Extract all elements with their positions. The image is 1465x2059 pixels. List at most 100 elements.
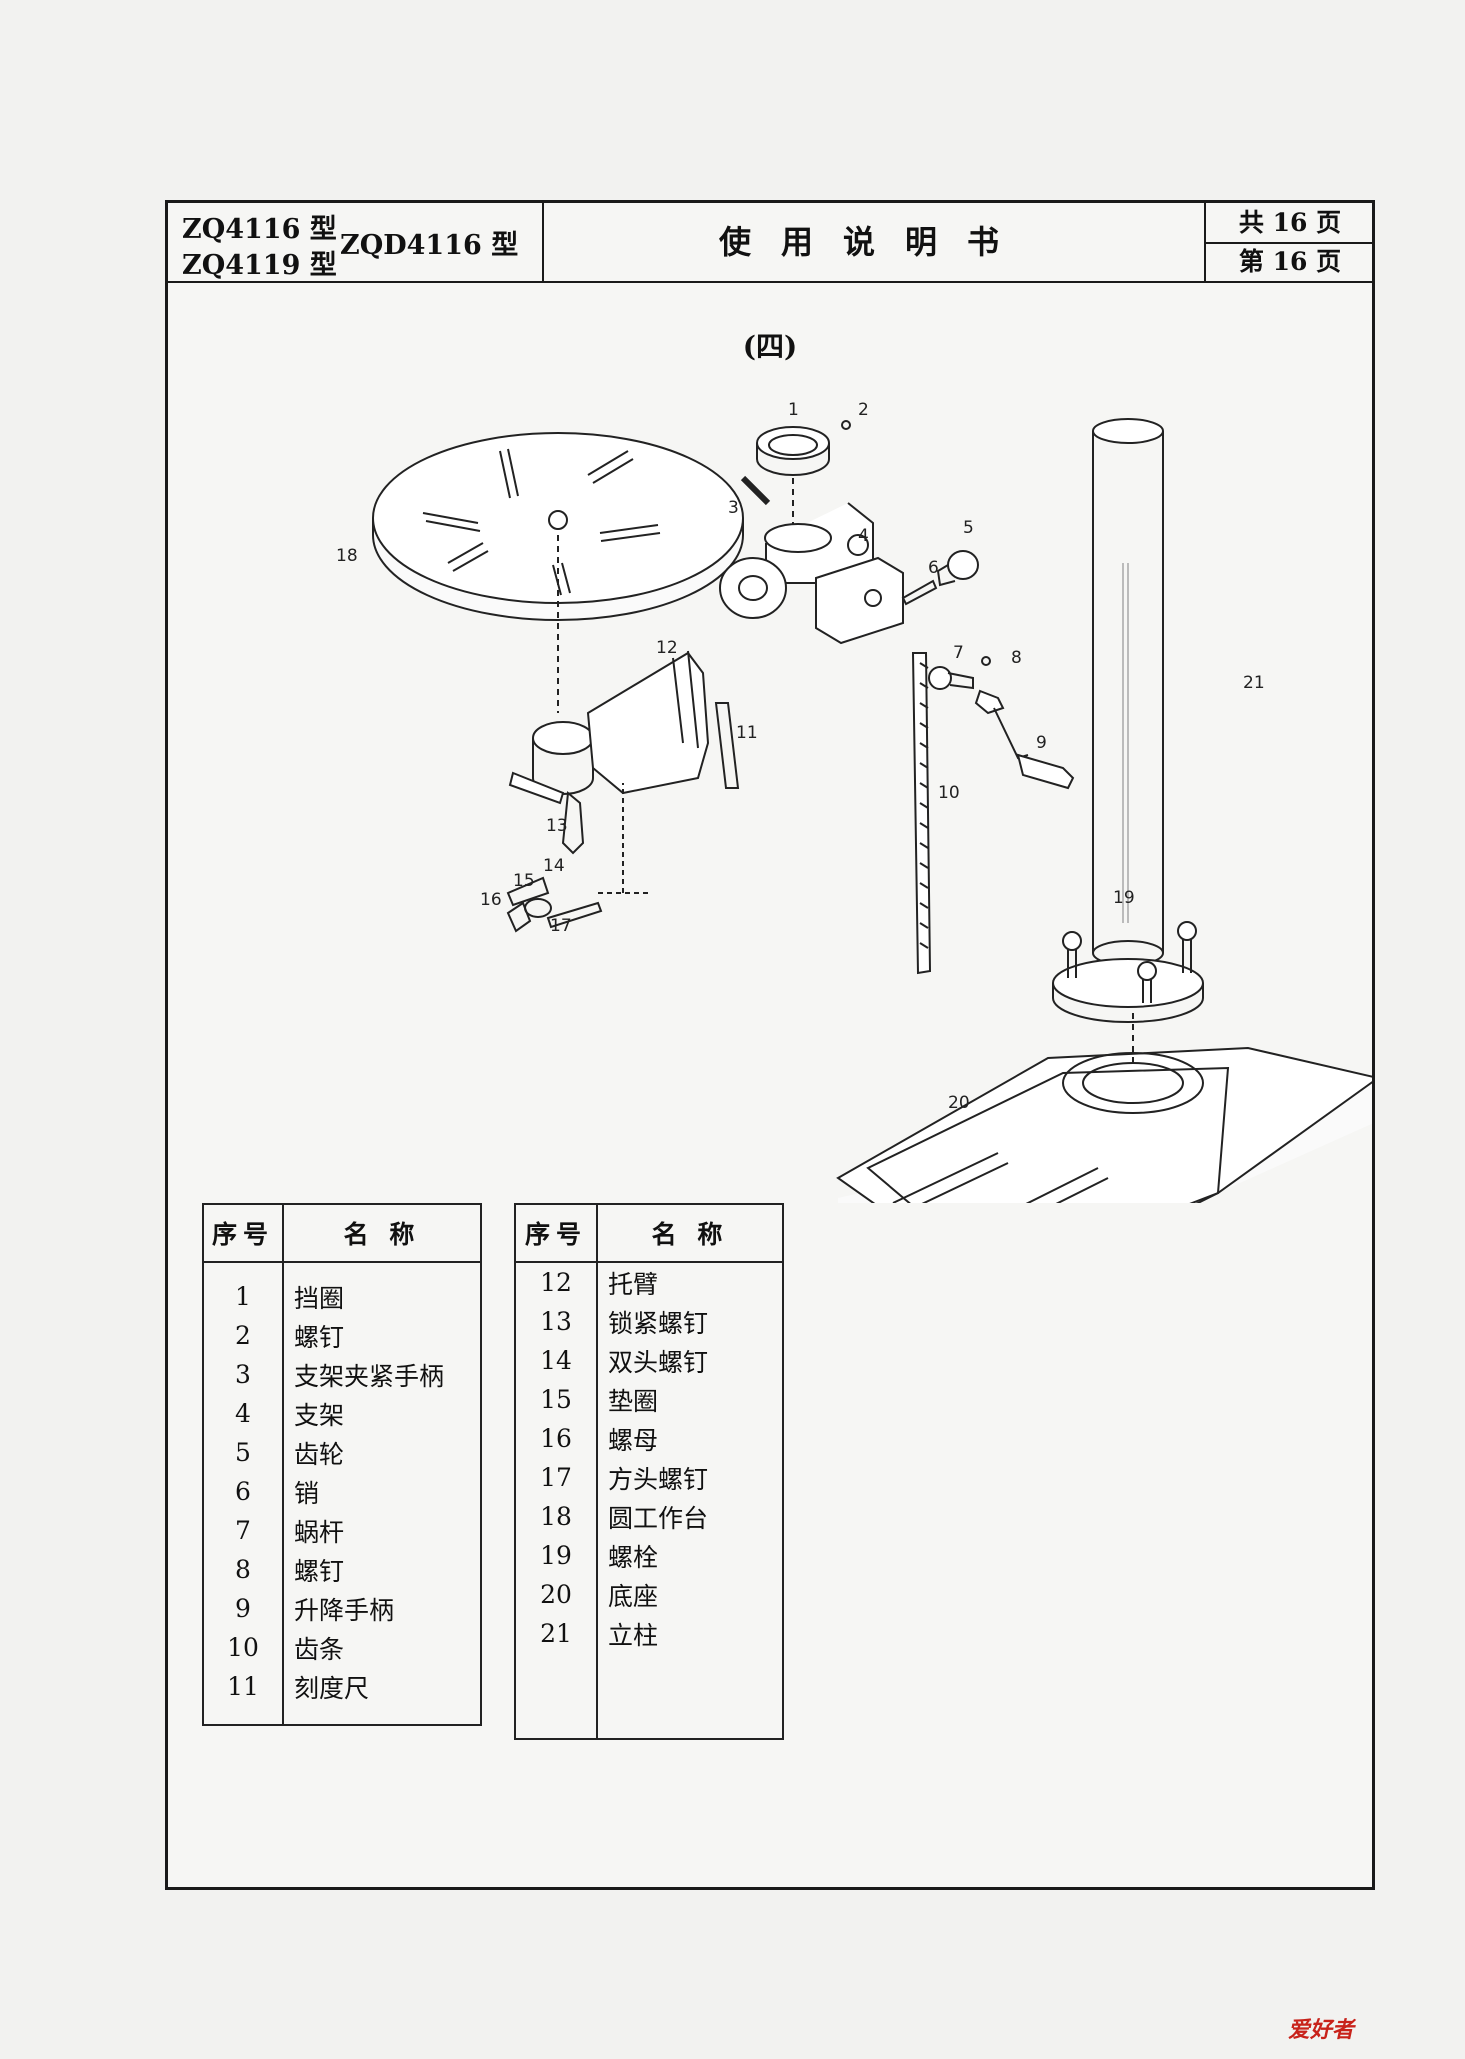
worm-handle-part [928, 656, 1075, 790]
manual-page: ZQ4116 型 ZQ4119 型 ZQD4116 型 使用说明书 共 16 页… [165, 200, 1375, 1890]
callout-1: 1 [788, 400, 799, 420]
col-header-name: 名 称 [596, 1203, 784, 1263]
part-no: 6 [203, 1472, 284, 1511]
part-name: 垫圈 [608, 1386, 659, 1416]
bolt-parts [1052, 921, 1204, 1023]
callout-15: 15 [513, 871, 535, 891]
page-number: 第 16 页 [1238, 247, 1342, 276]
site-watermark: 爱好者 [1286, 2018, 1359, 2043]
callout-19: 19 [1113, 888, 1135, 908]
part-no: 18 [515, 1497, 598, 1536]
callout-7: 7 [953, 643, 964, 663]
part-name: 蜗杆 [294, 1517, 345, 1547]
part-name: 齿轮 [294, 1439, 345, 1469]
round-worktable-part [372, 432, 744, 713]
part-name: 销 [294, 1478, 320, 1508]
table-row: 12 托臂 [515, 1262, 783, 1302]
part-no: 17 [515, 1458, 598, 1497]
col-header-name: 名 称 [282, 1203, 482, 1263]
table-row: 16 螺母 [515, 1419, 783, 1458]
model-zq4119: ZQ4119 型 [182, 250, 337, 281]
model-zq4116: ZQ4116 型 [182, 214, 337, 245]
scale-part [714, 702, 740, 789]
callout-10: 10 [938, 783, 960, 803]
callout-21: 21 [1243, 673, 1265, 693]
callout-12: 12 [656, 638, 678, 658]
table-row-blank [515, 1653, 783, 1739]
part-no: 19 [515, 1536, 598, 1575]
part-name: 齿条 [294, 1634, 345, 1664]
part-no: 16 [515, 1419, 598, 1458]
part-name: 螺钉 [294, 1322, 345, 1352]
part-no: 15 [515, 1380, 598, 1419]
part-name: 螺钉 [294, 1556, 345, 1586]
exploded-view-diagram: 1 2 3 4 5 6 7 8 9 10 11 12 13 14 15 16 1… [336, 400, 1372, 1203]
title-block: ZQ4116 型 ZQ4119 型 ZQD4116 型 使用说明书 共 16 页… [168, 203, 1374, 283]
callout-4: 4 [858, 526, 869, 546]
page-count-cell: 共 16 页 第 16 页 [1204, 203, 1374, 281]
part-no: 11 [203, 1667, 284, 1706]
model-zqd4116: ZQD4116 型 [340, 230, 519, 261]
part-callouts: 1 2 3 4 5 6 7 8 9 10 11 12 13 14 15 16 1… [336, 400, 1265, 1113]
table-row: 18 圆工作台 [515, 1497, 783, 1536]
part-name: 螺栓 [608, 1542, 659, 1572]
part-name: 托臂 [608, 1269, 659, 1299]
callout-11: 11 [736, 723, 758, 743]
table-row: 2 螺钉 [203, 1316, 481, 1355]
gear-part [901, 550, 979, 606]
part-no: 3 [203, 1355, 284, 1394]
part-no: 12 [515, 1262, 598, 1302]
table-row-blank [203, 1706, 481, 1725]
callout-13: 13 [546, 816, 568, 836]
callout-5: 5 [963, 518, 974, 538]
part-no: 13 [515, 1302, 598, 1341]
document-title: 使用说明书 [718, 223, 1029, 261]
callout-16: 16 [480, 890, 502, 910]
callout-18: 18 [336, 546, 358, 566]
part-no: 2 [203, 1316, 284, 1355]
col-header-no: 序号 [514, 1203, 598, 1263]
bracket-part [719, 475, 904, 645]
part-no: 20 [515, 1575, 598, 1614]
lock-screw-parts [506, 771, 648, 933]
support-arm-part [532, 650, 710, 795]
part-name: 支架 [294, 1400, 345, 1430]
callout-8: 8 [1011, 648, 1022, 668]
part-name: 圆工作台 [608, 1503, 709, 1533]
base-part [836, 1013, 1372, 1203]
part-no: 9 [203, 1589, 284, 1628]
table-row: 9 升降手柄 [203, 1589, 481, 1628]
part-no: 8 [203, 1550, 284, 1589]
part-name: 挡圈 [294, 1283, 345, 1313]
table-row: 19 螺栓 [515, 1536, 783, 1575]
table-row: 17 方头螺钉 [515, 1458, 783, 1497]
total-pages: 共 16 页 [1206, 203, 1374, 244]
table-row: 8 螺钉 [203, 1550, 481, 1589]
callout-14: 14 [543, 856, 565, 876]
callout-3: 3 [728, 498, 739, 518]
part-name: 螺母 [608, 1425, 659, 1455]
part-name: 方头螺钉 [608, 1464, 709, 1494]
table-row: 4 支架 [203, 1394, 481, 1433]
retaining-ring-part [756, 420, 851, 533]
part-no: 7 [203, 1511, 284, 1550]
callout-17: 17 [550, 916, 572, 936]
part-name: 刻度尺 [294, 1673, 370, 1703]
callout-2: 2 [858, 400, 869, 420]
callout-9: 9 [1036, 733, 1047, 753]
part-name: 升降手柄 [294, 1595, 395, 1625]
rack-part [911, 652, 932, 975]
part-no: 4 [203, 1394, 284, 1433]
model-cell: ZQ4116 型 ZQ4119 型 ZQD4116 型 [168, 203, 544, 281]
table-row: 11 刻度尺 [203, 1667, 481, 1706]
callout-20: 20 [948, 1093, 970, 1113]
